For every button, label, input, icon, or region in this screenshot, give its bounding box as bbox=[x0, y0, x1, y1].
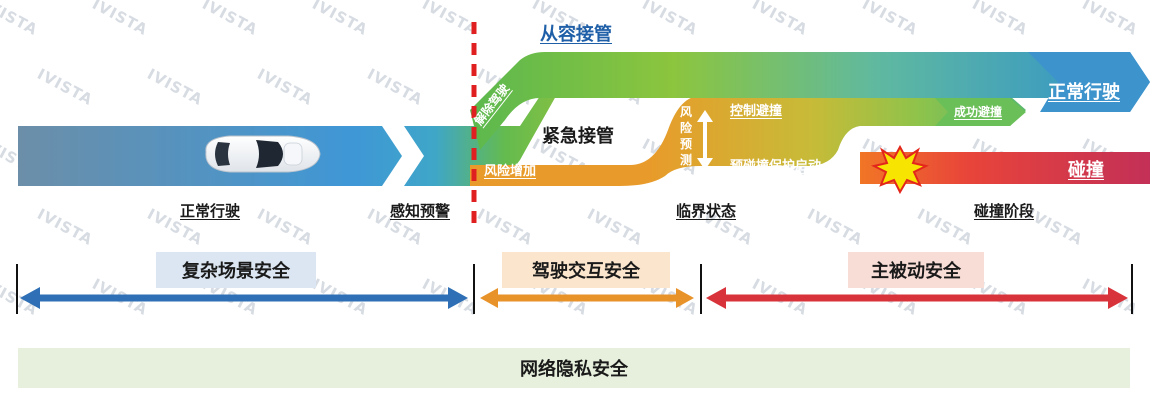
pre-collision-label: 预碰撞保护启动 bbox=[730, 159, 822, 174]
avoid-success-label: 成功避撞 bbox=[954, 105, 1003, 119]
complex-scene-arrow bbox=[20, 287, 468, 309]
risk-predict-arrow-icon bbox=[697, 110, 713, 170]
risk-predict-label: 风险预测 bbox=[679, 105, 692, 167]
interaction-safety-pill: 驾驶交互安全 bbox=[502, 252, 670, 288]
stage-normal-drive: 正常行驶 bbox=[180, 202, 241, 220]
network-privacy-band: 网络隐私安全 bbox=[18, 348, 1130, 388]
emergency-band bbox=[470, 96, 1026, 186]
collision-label: 碰撞 bbox=[1068, 160, 1104, 181]
smooth-takeover-band bbox=[470, 52, 1150, 150]
avoid-success-arrow bbox=[935, 98, 1026, 126]
normal-drive-arrow bbox=[1028, 52, 1150, 112]
collision-band bbox=[860, 152, 1150, 184]
smooth-takeover-label: 从容接管 bbox=[540, 24, 612, 45]
divider-mid-2 bbox=[700, 264, 702, 314]
active-passive-arrow bbox=[706, 287, 1128, 309]
divider-mid-1 bbox=[473, 264, 475, 314]
normal-drive-end-label: 正常行驶 bbox=[1048, 82, 1120, 103]
stage-critical: 临界状态 bbox=[676, 202, 737, 220]
collision-burst-icon bbox=[871, 144, 929, 195]
emergency-takeover-label: 紧急接管 bbox=[542, 126, 614, 147]
divider-right bbox=[1131, 264, 1133, 314]
complex-scene-safety-pill: 复杂场景安全 bbox=[156, 252, 316, 288]
stage-perception-warning: 感知预警 bbox=[390, 202, 451, 220]
interaction-arrow bbox=[480, 288, 694, 308]
stage-collision: 碰撞阶段 bbox=[974, 202, 1035, 220]
risk-increase-label: 风险增加 bbox=[484, 164, 537, 179]
car-icon bbox=[205, 135, 321, 173]
control-avoid-label: 控制避撞 bbox=[730, 104, 783, 119]
divider-left bbox=[16, 264, 18, 314]
active-passive-safety-pill: 主被动安全 bbox=[848, 252, 984, 288]
